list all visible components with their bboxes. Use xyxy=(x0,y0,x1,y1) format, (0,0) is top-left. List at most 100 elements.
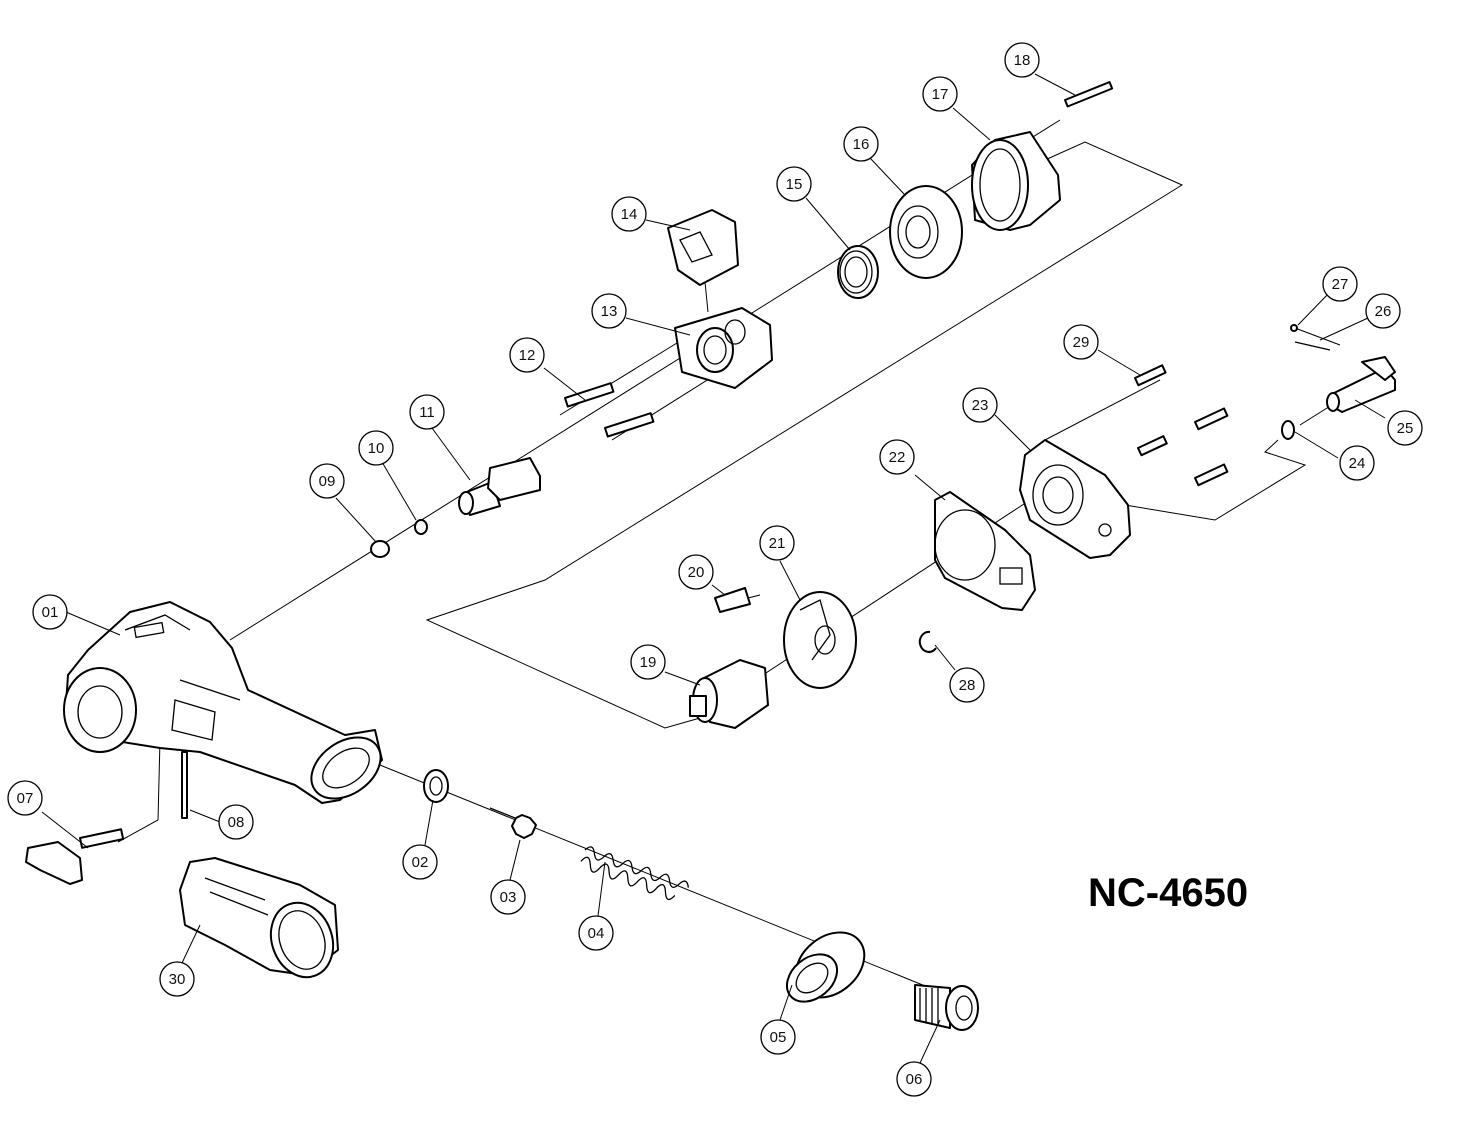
callout-number: 10 xyxy=(368,440,385,457)
callout-circle xyxy=(843,126,879,162)
callout-29: 29 xyxy=(1063,324,1099,360)
callout-number: 23 xyxy=(972,397,989,414)
housing-part-01 xyxy=(63,601,383,804)
callout-circle xyxy=(32,594,68,630)
callout-05: 05 xyxy=(760,1019,796,1055)
bearing-part-15 xyxy=(837,245,879,299)
callout-circle xyxy=(1365,293,1401,329)
rotor-part-19 xyxy=(689,659,769,729)
callout-number: 26 xyxy=(1375,303,1392,320)
callout-circle xyxy=(1339,445,1375,481)
callout-03: 03 xyxy=(490,879,526,915)
oring-part-10 xyxy=(414,519,428,535)
disc-part-21 xyxy=(783,591,857,689)
ball-part-27 xyxy=(1290,324,1298,332)
callout-30: 30 xyxy=(159,961,195,997)
callout-number: 14 xyxy=(621,206,638,223)
pin-part-08 xyxy=(181,751,188,819)
callout-circle xyxy=(760,1019,796,1055)
callout-circle xyxy=(490,879,526,915)
callout-circle xyxy=(1004,42,1040,78)
callout-number: 27 xyxy=(1332,276,1349,293)
exhaust-cover-part-05 xyxy=(785,931,866,1003)
callout-circle xyxy=(1387,410,1423,446)
gasket-part-22 xyxy=(934,491,1036,611)
callout-number: 25 xyxy=(1397,420,1414,437)
callout-circle xyxy=(218,804,254,840)
callout-number: 09 xyxy=(319,473,336,490)
callout-number: 29 xyxy=(1073,334,1090,351)
callout-circle xyxy=(7,780,43,816)
cylinder-part-17 xyxy=(971,131,1061,231)
callout-number: 02 xyxy=(412,854,429,871)
callout-23: 23 xyxy=(962,387,998,423)
callout-04: 04 xyxy=(578,915,614,951)
callout-26: 26 xyxy=(1365,293,1401,329)
callout-01: 01 xyxy=(32,594,68,630)
parts-artwork xyxy=(25,81,1396,1031)
end-cap-part-23 xyxy=(1019,439,1131,559)
callout-circle xyxy=(879,439,915,475)
callout-08: 08 xyxy=(218,804,254,840)
reverse-valve-part-25 xyxy=(1326,356,1396,413)
callout-number: 17 xyxy=(932,86,949,103)
callout-number: 16 xyxy=(853,136,870,153)
model-number: NC-4650 xyxy=(1088,871,1248,915)
callout-circle xyxy=(1322,266,1358,302)
callout-circle xyxy=(949,667,985,703)
callout-27: 27 xyxy=(1322,266,1358,302)
spring-part-26 xyxy=(1294,341,1331,351)
ring-part-09 xyxy=(370,540,390,558)
callout-number: 08 xyxy=(228,814,245,831)
callout-number: 03 xyxy=(500,889,517,906)
callout-21: 21 xyxy=(759,525,795,561)
callout-circle xyxy=(611,196,647,232)
callout-circle xyxy=(409,394,445,430)
callout-14: 14 xyxy=(611,196,647,232)
callout-circle xyxy=(630,644,666,680)
callout-number: 05 xyxy=(770,1029,787,1046)
callout-number: 01 xyxy=(42,604,59,621)
callout-number: 20 xyxy=(688,564,705,581)
screws-part-29 xyxy=(1134,364,1229,487)
callout-circle xyxy=(309,463,345,499)
valve-part-03 xyxy=(489,807,537,839)
callout-number: 04 xyxy=(588,925,605,942)
pin-part-18 xyxy=(1064,81,1114,108)
trigger-part-07 xyxy=(25,828,125,885)
callout-10: 10 xyxy=(358,430,394,466)
callout-number: 19 xyxy=(640,654,657,671)
callout-circle xyxy=(962,387,998,423)
callout-28: 28 xyxy=(949,667,985,703)
hammer-part-14 xyxy=(667,209,739,286)
callout-17: 17 xyxy=(922,76,958,112)
anvil-part-11 xyxy=(458,457,541,516)
callout-number: 28 xyxy=(959,677,976,694)
callout-12: 12 xyxy=(509,337,545,373)
oring-part-24 xyxy=(1281,420,1295,440)
callout-circle xyxy=(776,166,812,202)
callout-number: 22 xyxy=(889,449,906,466)
callout-16: 16 xyxy=(843,126,879,162)
end-plate-part-16 xyxy=(889,185,963,279)
callout-circle xyxy=(922,76,958,112)
callout-number: 13 xyxy=(601,303,618,320)
washer-part-02 xyxy=(423,769,449,803)
pins-part-12 xyxy=(564,382,655,438)
inlet-part-06 xyxy=(914,984,979,1031)
callout-circle xyxy=(358,430,394,466)
spring-part-04 xyxy=(580,846,690,901)
callout-11: 11 xyxy=(409,394,445,430)
callout-18: 18 xyxy=(1004,42,1040,78)
hammer-cage-part-13 xyxy=(674,307,773,389)
callout-15: 15 xyxy=(776,166,812,202)
callout-circle xyxy=(509,337,545,373)
callout-20: 20 xyxy=(678,554,714,590)
callout-22: 22 xyxy=(879,439,915,475)
callout-number: 11 xyxy=(419,404,435,421)
grip-cover-part-30 xyxy=(179,857,339,979)
callout-25: 25 xyxy=(1387,410,1423,446)
callout-labels: 0102030405060708091011121314151617181920… xyxy=(7,42,1423,1097)
